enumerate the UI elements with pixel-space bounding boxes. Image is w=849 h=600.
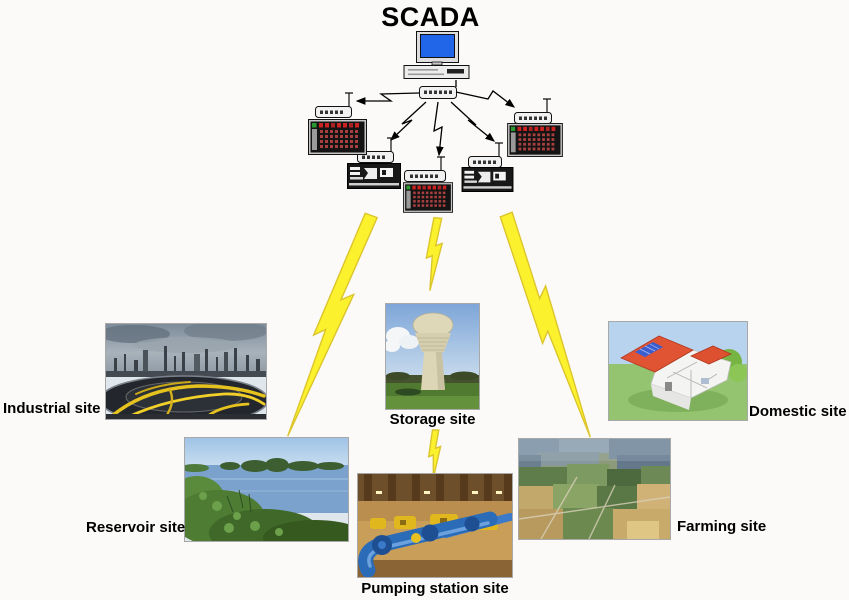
zigzag-link-icon [450,101,496,142]
site-label-reservoir: Reservoir site [86,519,186,536]
rtu-icon [507,123,563,157]
storage-site-photo [385,303,480,410]
reservoir-site-photo [184,437,349,542]
site-label-domestic: Domestic site [749,403,847,420]
site-label-farming: Farming site [677,518,767,535]
zigzag-link-icon [455,90,516,108]
rtu-icon [461,167,514,192]
industrial-site-photo [105,323,267,420]
radio-modem-icon [468,142,503,168]
diagram-title: SCADA [381,2,480,32]
radio-modem-icon [419,86,457,99]
lightning-bolt-icon [278,211,381,441]
lightning-bolt-icon [424,217,445,291]
domestic-site-photo [608,321,748,421]
rtu-icon [347,163,401,189]
zigzag-link-icon [390,101,427,141]
rtu-icon [308,119,367,155]
lightning-bolt-icon [428,430,441,478]
lightning-bolt-icon [494,211,603,441]
site-label-industrial: Industrial site [3,400,101,417]
radio-modem-icon [404,156,446,182]
radio-modem-icon [514,98,552,124]
computer-icon [403,31,470,79]
zigzag-link-icon [433,101,444,157]
site-label-pumping: Pumping station site [361,580,509,597]
site-label-storage: Storage site [389,411,476,428]
radio-modem-icon [315,92,353,118]
rtu-icon [403,182,453,213]
farming-site-photo [518,438,671,540]
pumping-station-site-photo [357,473,513,578]
zigzag-link-icon [355,92,420,105]
